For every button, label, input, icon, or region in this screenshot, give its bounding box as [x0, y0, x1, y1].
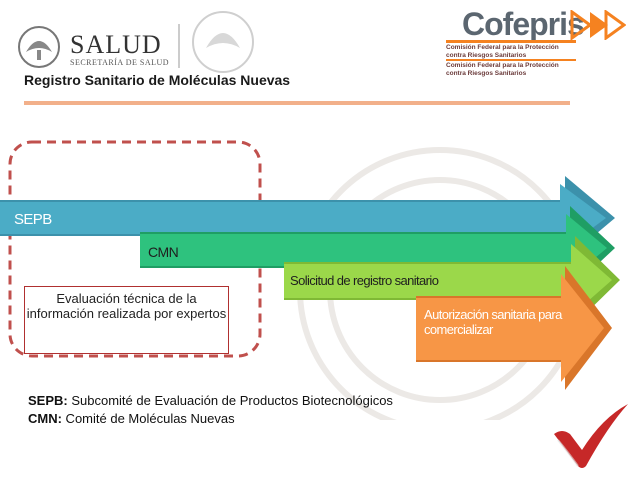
- cofepris-arrows-icon: [570, 10, 626, 40]
- evaluation-box: Evaluación técnica de la información rea…: [24, 286, 229, 354]
- stage-label-solicitud: Solicitud de registro sanitario: [290, 273, 439, 288]
- mexico-seal-icon: [192, 11, 254, 73]
- cofepris-logo-text: Cofepris: [462, 6, 585, 42]
- slide-title: Registro Sanitario de Moléculas Nuevas: [24, 72, 291, 88]
- legend-sepb: SEPB: Subcomité de Evaluación de Product…: [28, 393, 393, 408]
- title-divider: [24, 101, 570, 105]
- cofepris-underline: [446, 40, 576, 43]
- stage-label-cmn: CMN: [148, 244, 179, 260]
- legend-cmn: CMN: Comité de Moléculas Nuevas: [28, 411, 235, 426]
- header-separator: [178, 24, 180, 68]
- salud-logo-subtitle: SECRETARÍA DE SALUD: [70, 58, 170, 67]
- arrow-autorizacion: [416, 266, 612, 390]
- arrow-sepb: [0, 176, 615, 260]
- legend-sepb-abbr: SEPB:: [28, 393, 68, 408]
- legend-sepb-text: Subcomité de Evaluación de Productos Bio…: [67, 393, 393, 408]
- cofepris-subtitle-1: Comisión Federal para la Protección cont…: [446, 44, 559, 59]
- legend-cmn-abbr: CMN:: [28, 411, 62, 426]
- cofepris-subtitle-2: Comisión Federal para la Protección cont…: [446, 62, 559, 77]
- dashed-group-outline: [8, 140, 262, 358]
- stage-label-sepb: SEPB: [14, 211, 52, 228]
- legend-cmn-text: Comité de Moléculas Nuevas: [61, 411, 235, 426]
- cofepris-underline-2: [446, 59, 576, 61]
- salud-logo-text: SALUD: [70, 30, 162, 59]
- salud-eagle-icon: [18, 26, 60, 68]
- checkmark-icon: [554, 404, 628, 468]
- stage-label-autorizacion: Autorización sanitaria para comercializa…: [424, 307, 562, 337]
